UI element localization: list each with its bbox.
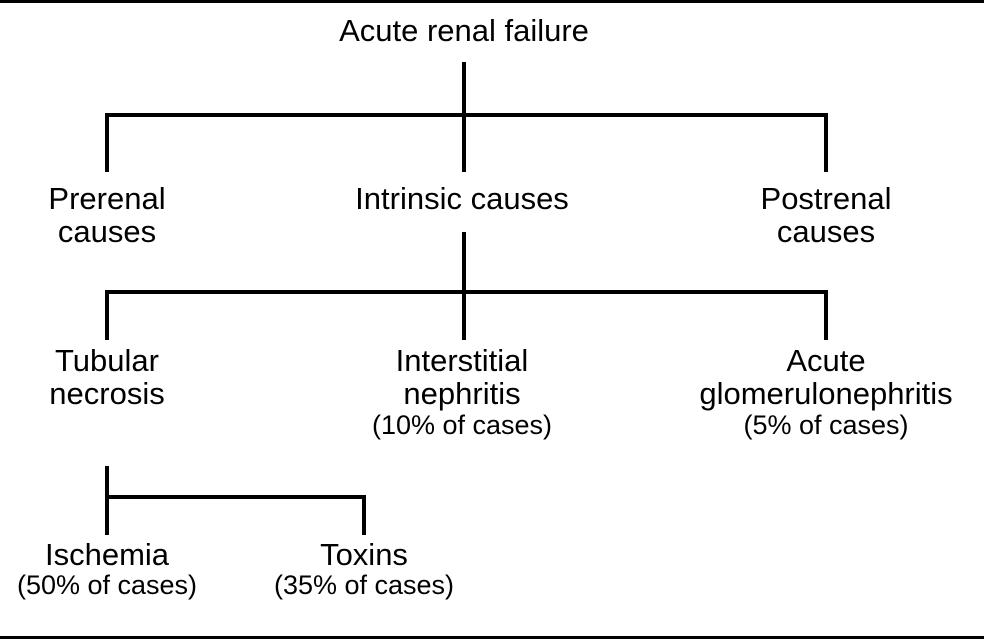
node-label-line1: Acute renal failure [339,13,589,48]
node-label-line1: Prerenal [48,181,166,216]
connector-tubular-stem [105,466,109,499]
node-acute-renal-failure: Acute renal failure [264,13,664,48]
node-label-line1: Postrenal [760,181,892,216]
connector-drop-toxins [362,495,366,535]
connector-drop-prerenal [105,113,109,172]
node-label-percentage: (10% of cases) [371,409,553,440]
connector-drop-glomerulonephritis [824,290,828,340]
node-label-percentage: (35% of cases) [273,570,455,601]
connector-intrinsic-stem [462,232,466,292]
node-ischemia: Ischemia (50% of cases) [0,538,257,601]
node-label-line1: Acute [786,343,866,378]
node-label-line1: Intrinsic causes [355,181,569,216]
connector-drop-interstitial [462,290,466,340]
node-postrenal-causes: Postrenal causes [676,182,976,249]
node-label-line2: causes [776,214,876,250]
node-tubular-necrosis: Tubular necrosis [0,344,257,411]
connector-drop-intrinsic [462,113,466,172]
node-acute-glomerulonephritis: Acute glomerulonephritis (5% of cases) [651,344,984,440]
node-label-percentage: (50% of cases) [16,570,198,601]
node-label-line1: Tubular [55,343,159,378]
node-label-line1: Interstitial [395,343,529,378]
bottom-border-rule [0,636,984,639]
node-label-line2: nephritis [403,376,521,412]
connector-level2-bus [105,113,828,117]
node-label-line1: Ischemia [44,537,170,572]
connector-drop-postrenal [824,113,828,172]
top-border-rule [0,0,984,3]
node-label-line2: glomerulonephritis [699,376,953,412]
node-label-line2: necrosis [49,376,165,412]
node-interstitial-nephritis: Interstitial nephritis (10% of cases) [312,344,612,440]
connector-drop-tubular [105,290,109,340]
connector-level3-bus [105,290,828,294]
node-intrinsic-causes: Intrinsic causes [312,181,612,216]
node-prerenal-causes: Prerenal causes [0,182,257,249]
node-label-line1: Toxins [320,537,408,572]
connector-root-stem [462,62,466,117]
node-label-line2: causes [57,214,157,250]
connector-drop-ischemia [105,495,109,535]
node-label-percentage: (5% of cases) [743,409,909,440]
node-toxins: Toxins (35% of cases) [214,538,514,601]
connector-level4-bus [105,495,366,499]
